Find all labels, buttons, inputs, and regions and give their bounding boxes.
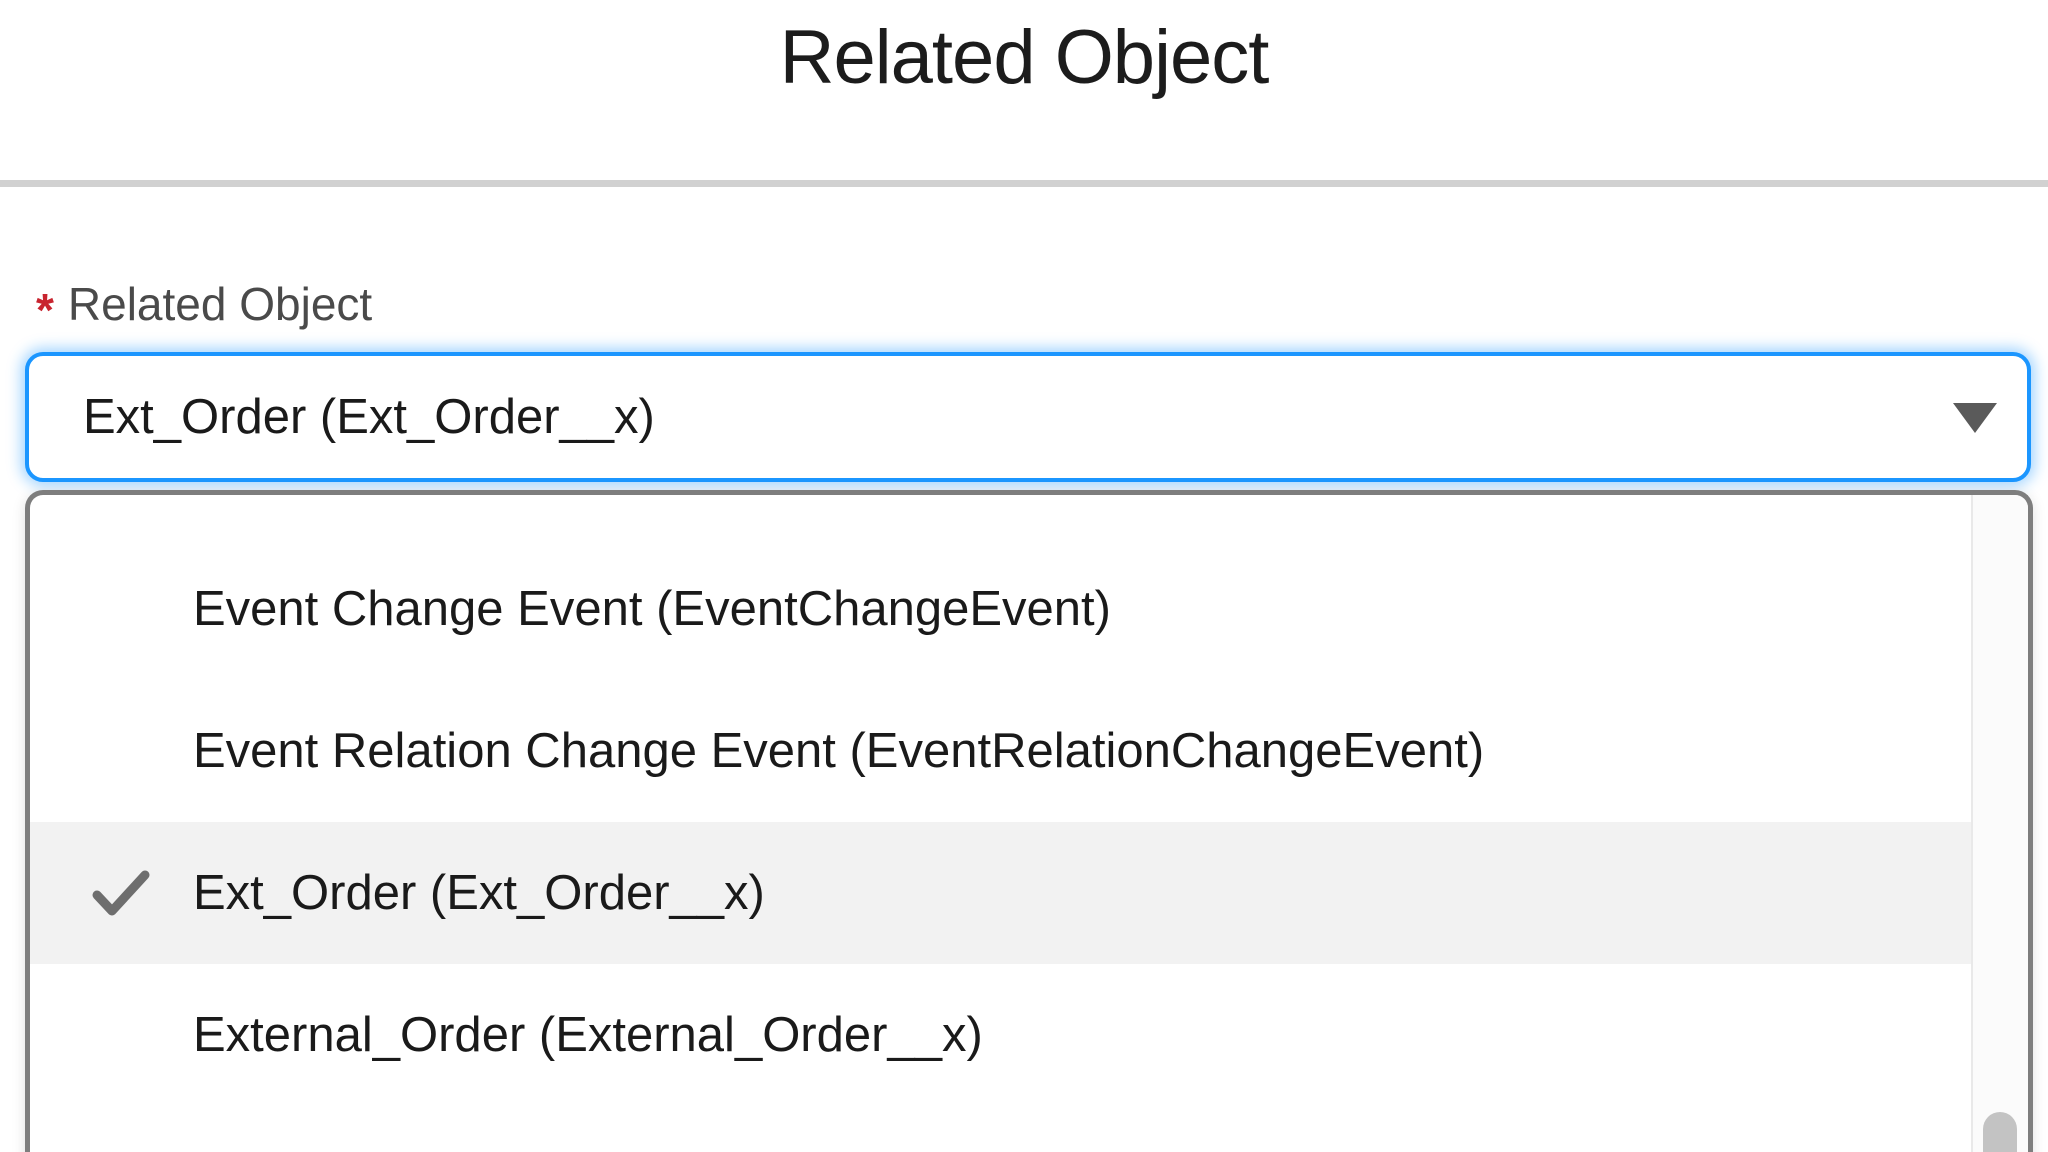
- related-object-field-label: * Related Object: [36, 276, 373, 336]
- option-label: Event Relation Change Event (EventRelati…: [193, 724, 1485, 778]
- listbox-option[interactable]: Event Change Event (EventChangeEvent): [30, 538, 1971, 680]
- option-label: Ext_Order (Ext_Order__x): [193, 866, 765, 920]
- scrollbar-thumb[interactable]: [1983, 1112, 2017, 1152]
- check-slot: [62, 586, 193, 633]
- header-divider: [0, 180, 2048, 187]
- listbox-option[interactable]: Event Relation Change Event (EventRelati…: [30, 680, 1971, 822]
- listbox-option[interactable]: External_Order (External_Order__x): [30, 964, 1971, 1106]
- related-object-listbox: Event Change Event (EventChangeEvent) Ev…: [25, 490, 2033, 1152]
- field-label-text: Related Object: [67, 278, 373, 330]
- option-label: Event Change Event (EventChangeEvent): [193, 582, 1111, 636]
- check-slot: [62, 870, 193, 917]
- check-slot: [62, 1012, 193, 1059]
- check-slot: [62, 728, 193, 775]
- required-asterisk: *: [36, 284, 54, 336]
- listbox-option[interactable]: Ext_Order (Ext_Order__x): [30, 822, 1971, 964]
- option-label: External_Order (External_Order__x): [193, 1008, 983, 1062]
- combobox-value: Ext_Order (Ext_Order__x): [83, 390, 655, 444]
- scrollbar-track[interactable]: [1971, 495, 2028, 1152]
- dropdown-arrow-icon[interactable]: [1953, 403, 1997, 433]
- related-object-combobox[interactable]: Ext_Order (Ext_Order__x): [25, 352, 2031, 482]
- listbox-options: Event Change Event (EventChangeEvent) Ev…: [30, 495, 1971, 1152]
- page-title: Related Object: [779, 15, 1270, 100]
- check-icon: [92, 870, 150, 915]
